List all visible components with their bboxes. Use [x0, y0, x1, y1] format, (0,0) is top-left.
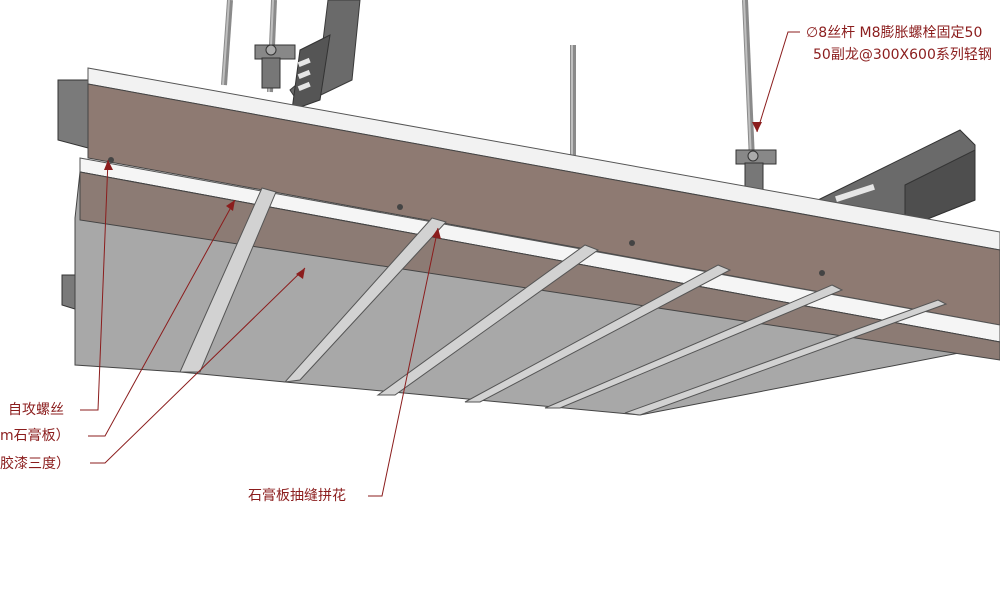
annotation-rod-line1: ∅8丝杆 M8膨胀螺栓固定50	[806, 25, 983, 41]
lower-rail	[79, 157, 1000, 343]
main-channel-right	[817, 129, 976, 229]
leader-lines	[80, 31, 800, 497]
annotation-paint: 胶漆三度）	[0, 456, 70, 472]
screws	[108, 157, 825, 276]
top-rail	[87, 67, 1000, 251]
frame-face	[87, 83, 1000, 326]
hanger-clip-left	[254, 44, 296, 89]
annotation-rod-line2: 50副龙@300X600系列轻钢	[813, 47, 992, 63]
board-seams	[179, 187, 948, 416]
leader-arrows	[104, 122, 762, 279]
annotation-self-tapping-screw: 自攻螺丝	[8, 402, 64, 418]
main-channel-back	[289, 0, 361, 111]
annotation-gypsum-board: m石膏板）	[0, 428, 70, 444]
annotation-seam-pattern: 石膏板抽缝拼花	[248, 488, 346, 504]
